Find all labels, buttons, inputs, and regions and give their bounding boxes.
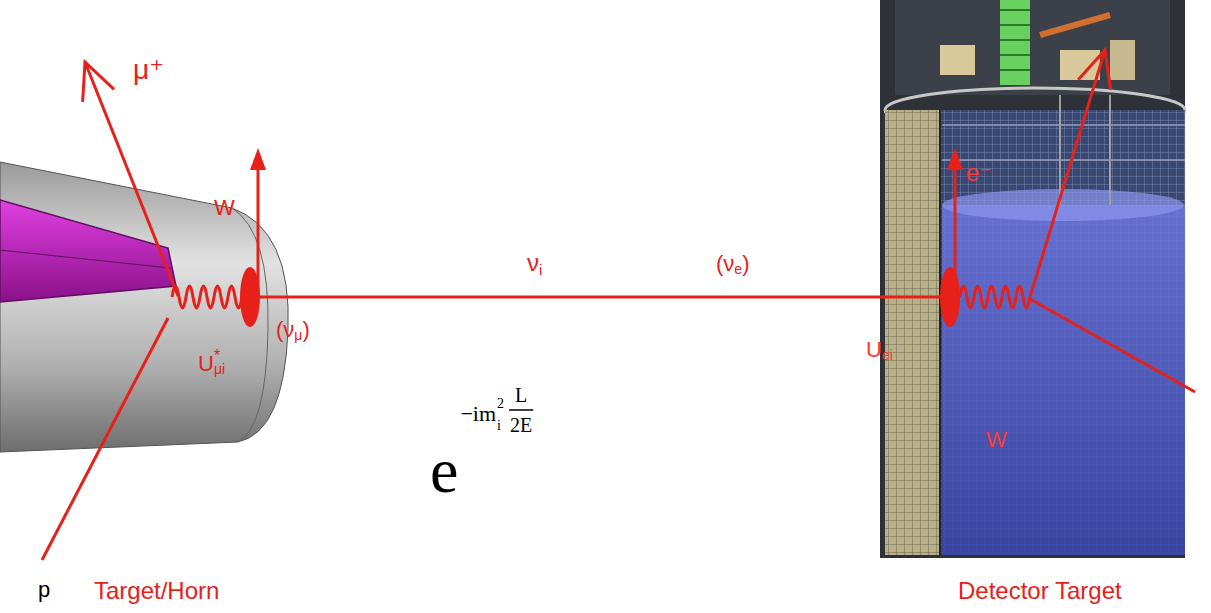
muon-line <box>85 62 178 296</box>
w-boson-wiggle <box>172 286 242 308</box>
neutrino-line <box>258 296 942 299</box>
superscript: * <box>214 347 220 365</box>
boson-label: W <box>214 196 235 220</box>
subscript: μi <box>214 362 225 377</box>
boson-label: W <box>986 428 1007 452</box>
detector-picture <box>880 0 1185 558</box>
matrix-element: U <box>198 352 214 376</box>
vertices <box>240 148 963 327</box>
outgoing-arrowhead <box>1078 50 1110 90</box>
subscript: μ <box>294 328 302 343</box>
flavor-label: ) <box>302 318 309 342</box>
fraction-bar <box>509 409 533 411</box>
subscript: i <box>497 418 501 433</box>
outgoing-line <box>1030 50 1105 297</box>
vertex-blob <box>940 267 960 327</box>
particle-label: e⁻ <box>966 160 992 186</box>
fraction-numerator: L <box>515 384 527 406</box>
subscript: ei <box>882 348 893 363</box>
phase-formula: e <box>430 436 458 506</box>
fraction-denominator: 2E <box>510 414 532 436</box>
incoming-line <box>1030 299 1195 392</box>
flavor-label: ) <box>742 252 749 276</box>
arrowhead <box>250 148 266 170</box>
vertex-blob <box>240 267 260 327</box>
subscript: e <box>734 262 742 277</box>
flavor-label: (ν <box>276 318 294 342</box>
subscript: i <box>539 262 542 279</box>
muon-arrowhead <box>83 62 114 102</box>
proton-line <box>42 318 168 560</box>
particle-label: μ⁺ <box>133 55 164 86</box>
w-boson-wiggle <box>960 286 1030 308</box>
part-name: Target/Horn <box>94 578 219 604</box>
superscript: 2 <box>497 396 504 411</box>
phase-exponent: −im <box>460 402 496 426</box>
arrowhead <box>947 148 963 170</box>
part-name: Detector Target <box>958 578 1122 604</box>
interaction-lines <box>42 50 1195 560</box>
mass-state-label: ν <box>527 250 539 276</box>
flavor-label: (ν <box>716 252 734 276</box>
target-horn-picture <box>0 162 288 452</box>
particle-label: p <box>38 578 50 602</box>
matrix-element: U <box>866 338 882 362</box>
